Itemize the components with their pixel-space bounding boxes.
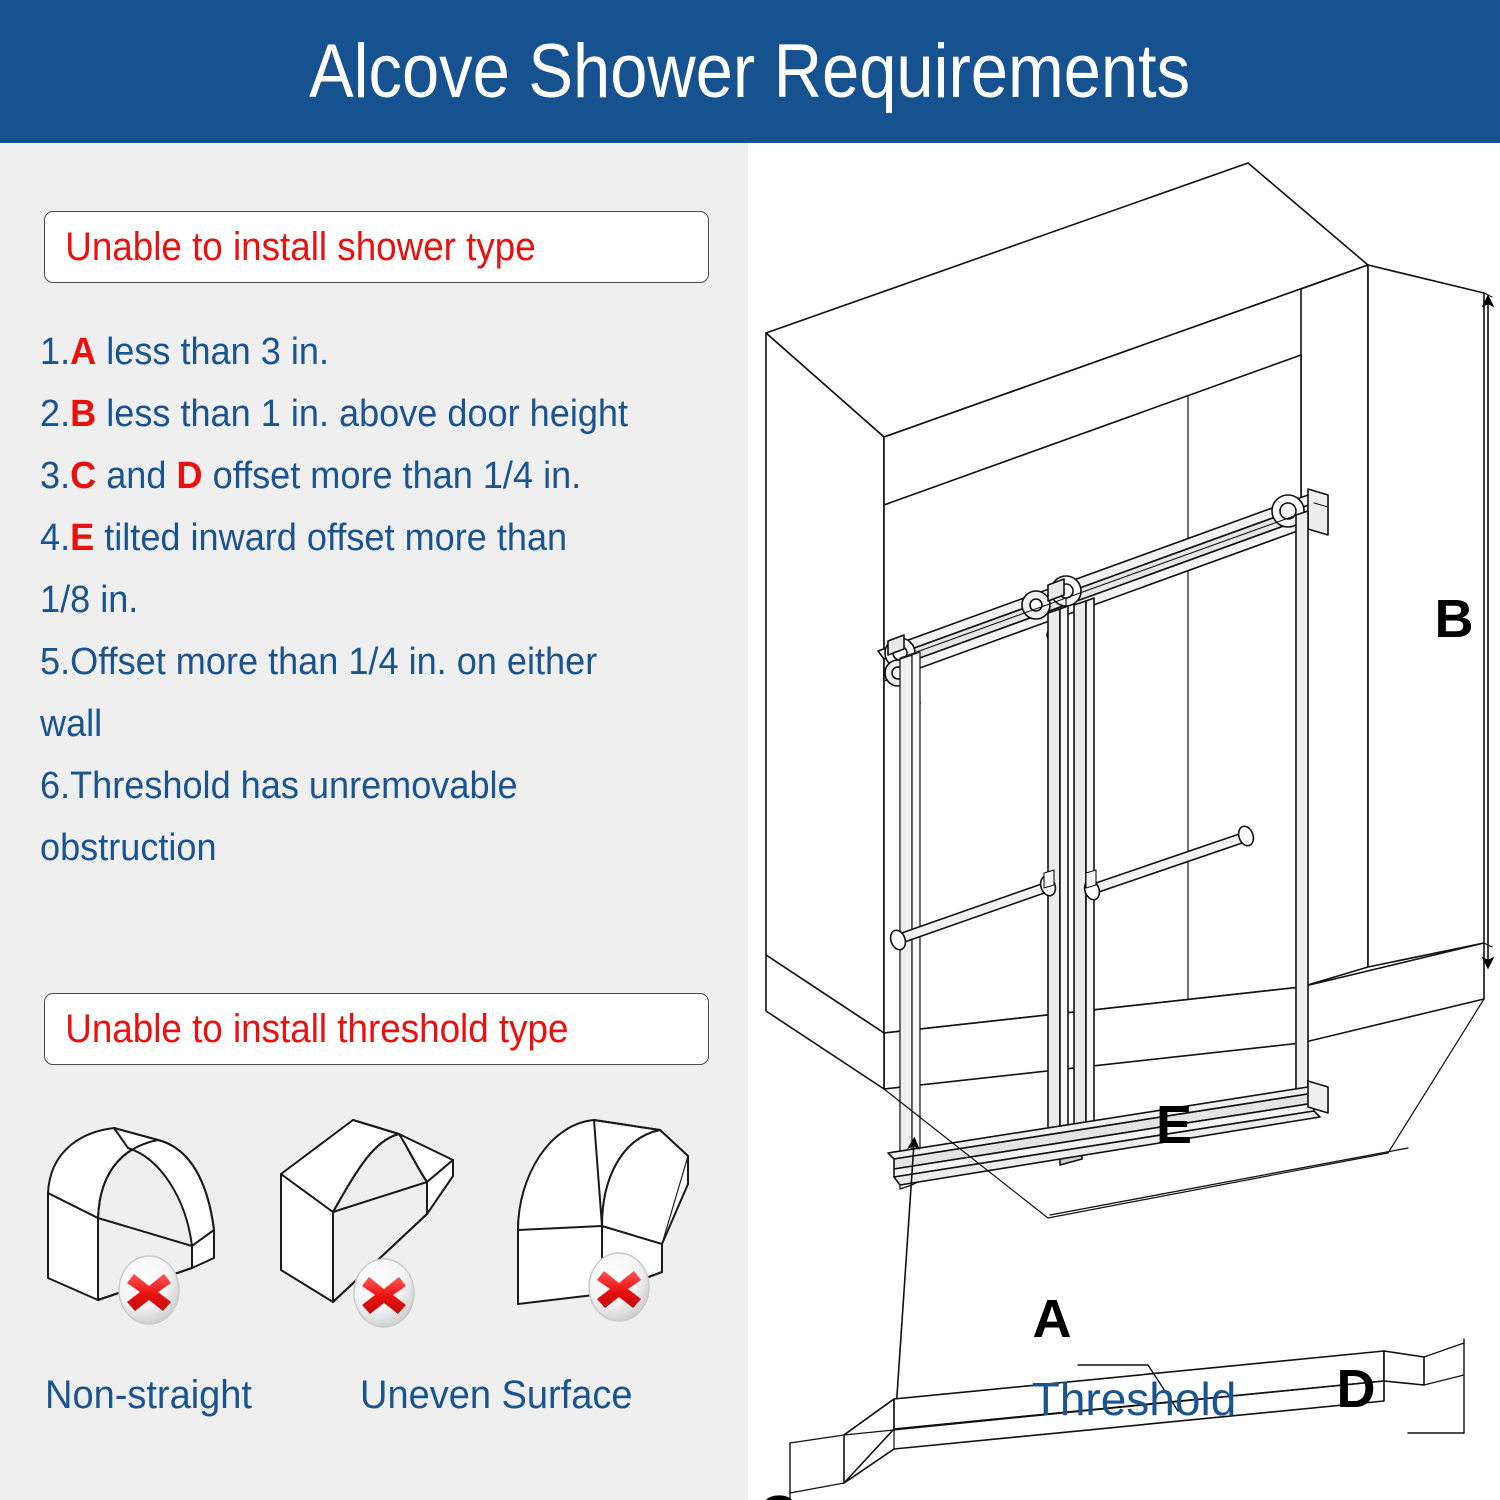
shape-label-uneven-surface: Uneven Surface — [360, 1373, 633, 1417]
red-x-icon — [118, 1255, 180, 1325]
requirement-number: 6. — [40, 765, 71, 807]
requirement-number: 2. — [40, 393, 71, 435]
callout-unable-install-shower: Unable to install shower type — [44, 211, 709, 283]
requirement-text: Threshold has unremovable — [70, 765, 518, 807]
red-x-icon — [588, 1252, 650, 1322]
dimension-label-d: D — [1337, 1359, 1376, 1419]
requirement-item: 2.B less than 1 in. above door height — [40, 383, 696, 445]
dimension-label-c: C — [759, 1485, 798, 1500]
alcove-shower-isometric-drawing: B E A D C Threshold — [759, 162, 1495, 1500]
threshold-shape-labels: Non-straight Uneven Surface — [30, 1373, 750, 1433]
threshold-shape-curved-bar — [40, 1118, 270, 1368]
threshold-shapes-row — [30, 1118, 730, 1368]
requirement-item: 1.A less than 3 in. — [40, 321, 696, 383]
callout-unable-install-threshold: Unable to install threshold type — [44, 993, 709, 1065]
requirement-letter: C — [70, 455, 97, 497]
requirement-text: less than 3 in. — [96, 331, 329, 373]
dimension-label-b: B — [1435, 589, 1474, 649]
curved-bar-drawing — [47, 1127, 215, 1301]
requirement-number: 1. — [40, 331, 71, 373]
requirements-list: 1.A less than 3 in. 2.B less than 1 in. … — [40, 321, 730, 879]
page-title: Alcove Shower Requirements — [309, 28, 1191, 114]
requirement-letter: E — [70, 517, 95, 559]
requirement-number: 5. — [40, 641, 71, 683]
requirement-item-continuation: obstruction — [40, 817, 696, 879]
requirement-letter-2: D — [176, 455, 203, 497]
threshold-shape-uneven-bar — [275, 1118, 505, 1368]
requirement-item: 5.Offset more than 1/4 in. on either — [40, 631, 696, 693]
requirement-text: less than 1 in. above door height — [96, 393, 629, 435]
header-bar: Alcove Shower Requirements — [0, 0, 1500, 143]
requirement-text: 1/8 in. — [40, 579, 139, 621]
requirement-item-continuation: wall — [40, 693, 696, 755]
requirement-text: and — [96, 455, 177, 497]
requirement-text: obstruction — [40, 827, 217, 869]
requirement-item: 6.Threshold has unremovable — [40, 755, 696, 817]
requirement-text: wall — [40, 703, 103, 745]
requirement-letter: A — [70, 331, 97, 373]
callout-threshold-label: Unable to install threshold type — [65, 1006, 569, 1051]
requirement-item: 3.C and D offset more than 1/4 in. — [40, 445, 696, 507]
requirement-text: Offset more than 1/4 in. on either — [70, 641, 598, 683]
rounded-bar-drawing — [517, 1119, 689, 1305]
left-info-panel: Unable to install shower type 1.A less t… — [0, 143, 748, 1500]
shape-label-non-straight: Non-straight — [45, 1373, 252, 1417]
uneven-bar-drawing — [280, 1119, 454, 1303]
red-x-icon — [353, 1258, 415, 1328]
dimension-label-a: A — [1033, 1289, 1072, 1349]
requirement-text-2: offset more than 1/4 in. — [202, 455, 582, 497]
threshold-caption: Threshold — [1032, 1373, 1237, 1425]
requirement-number: 3. — [40, 455, 71, 497]
requirement-item: 4.E tilted inward offset more than — [40, 507, 696, 569]
requirement-number: 4. — [40, 517, 71, 559]
alcove-shower-diagram: B E A D C Threshold — [748, 143, 1500, 1500]
dimension-label-e: E — [1156, 1095, 1192, 1155]
requirement-item-continuation: 1/8 in. — [40, 569, 696, 631]
callout-shower-label: Unable to install shower type — [65, 224, 536, 269]
threshold-shape-rounded-bar — [510, 1118, 740, 1368]
requirement-letter: B — [70, 393, 97, 435]
requirement-text: tilted inward offset more than — [94, 517, 568, 559]
